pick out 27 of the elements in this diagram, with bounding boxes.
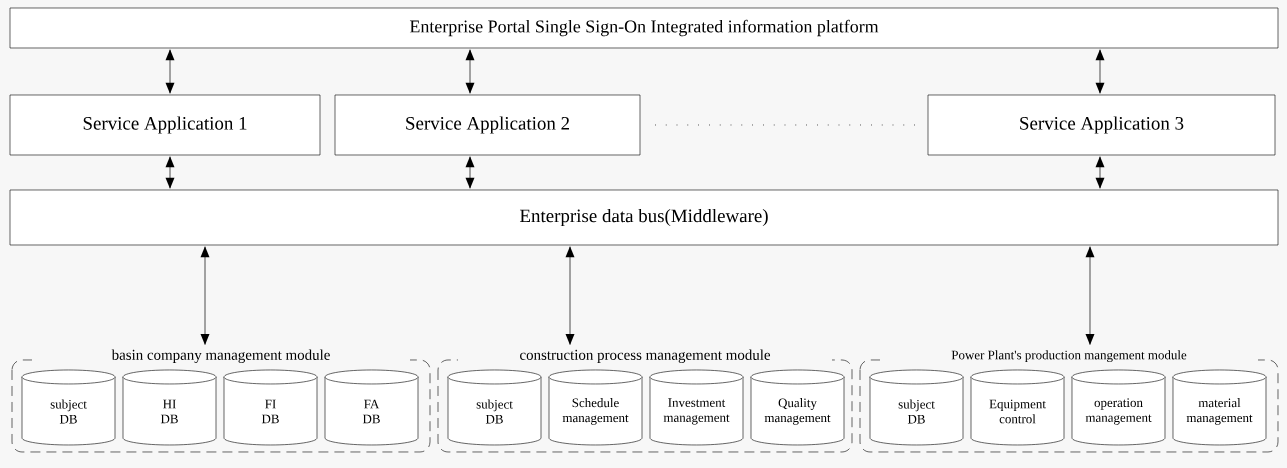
database-cylinder: subject DB [869, 369, 964, 446]
arrow [165, 49, 175, 94]
arrow [200, 246, 210, 345]
database-cylinder: Quality management [750, 369, 845, 446]
process-box: Service Application 3 [927, 94, 1276, 156]
database-cylinder: operation management [1071, 369, 1166, 446]
process-box: Service Application 2 [334, 94, 641, 156]
database-cylinder: subject DB [447, 369, 542, 446]
arrow [165, 156, 175, 189]
database-cylinder: HI DB [122, 369, 217, 446]
database-cylinder: material management [1172, 369, 1267, 446]
node-label: Power Plant's production mangement module [951, 350, 1187, 363]
process-box: Enterprise data bus(Middleware) [9, 189, 1279, 246]
arrow [1085, 246, 1095, 345]
arrow [1095, 49, 1105, 94]
database-cylinder: Equipment control [970, 369, 1065, 446]
arrow [565, 246, 575, 345]
process-box: Enterprise Portal Single Sign-On Integrated information platform [9, 7, 1279, 49]
database-cylinder: FI DB [223, 369, 318, 446]
arrow [465, 49, 475, 94]
arrow [465, 156, 475, 189]
database-cylinder: subject DB [21, 369, 116, 446]
database-cylinder: FA DB [324, 369, 419, 446]
database-cylinder: Investment management [649, 369, 744, 446]
database-cylinder: Schedule management [548, 369, 643, 446]
arrow [1095, 156, 1105, 189]
process-box: Service Application 1 [9, 94, 321, 156]
